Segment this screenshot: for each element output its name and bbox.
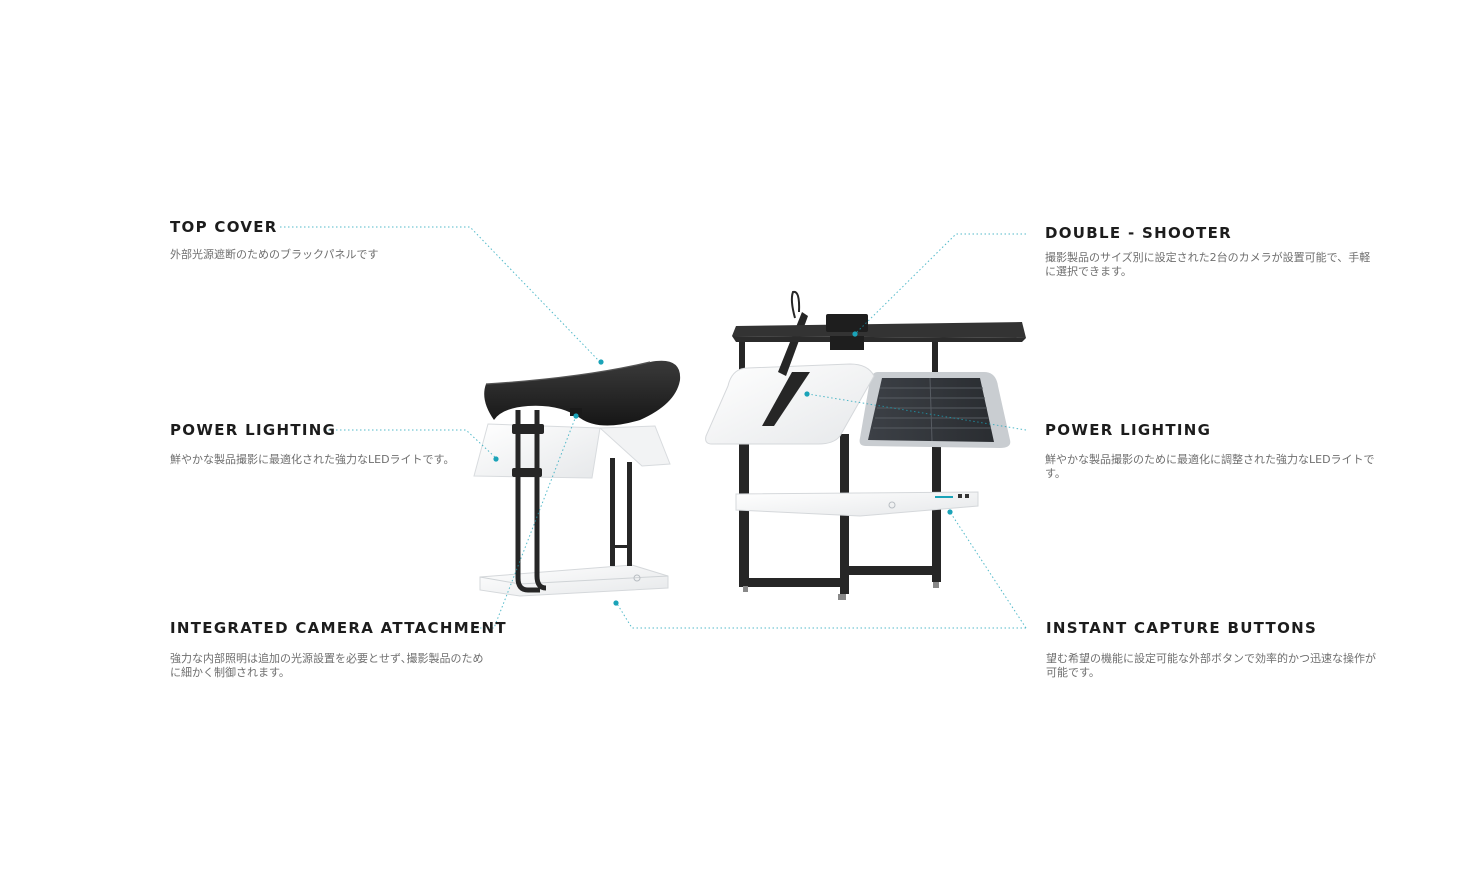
left-rear-leg <box>610 458 615 566</box>
feature-power-lighting-right: POWER LIGHTING 鮮やかな製品撮影のために最適化に調整された強力なL… <box>1045 421 1375 481</box>
right-light-table <box>735 491 979 517</box>
feature-title: DOUBLE - SHOOTER <box>1045 224 1232 242</box>
callout-lines <box>280 226 1027 629</box>
feature-title: INTEGRATED CAMERA ATTACHMENT <box>170 619 507 637</box>
feature-description: 撮影製品のサイズ別に設定された2台のカメラが設置可能で、手軽に選択できます。 <box>1045 251 1371 278</box>
feature-title: POWER LIGHTING <box>1045 421 1212 439</box>
left-camera-post <box>515 410 540 593</box>
callout-dot-power-lighting-left <box>493 456 499 462</box>
callout-dots <box>493 331 953 606</box>
left-top-cover <box>484 360 681 426</box>
callout-dot-base <box>613 600 619 606</box>
feature-description: 望む希望の機能に設定可能な外部ボタンで効率的かつ迅速な操作が可能です。 <box>1046 652 1376 679</box>
feature-top-cover: TOP COVER 外部光源遮断のためのブラックパネルです <box>170 218 470 262</box>
callout-dot-camera-attachment <box>573 413 579 419</box>
callout-dot-top-cover <box>598 359 604 365</box>
right-device <box>705 290 1026 600</box>
right-front-light-panel <box>705 363 875 445</box>
feature-title: POWER LIGHTING <box>170 421 337 439</box>
feature-description: 強力な内部照明は追加の光源設置を必要とせず､撮影製品のために細かく制御されます。 <box>170 652 484 679</box>
left-light-panel-side <box>598 425 671 467</box>
feature-description: 鮮やかな製品撮影に最適化された強力なLEDライトです。 <box>170 453 455 466</box>
right-camera-mount <box>826 314 868 332</box>
feature-title: TOP COVER <box>170 218 278 236</box>
feature-instant-capture-buttons: INSTANT CAPTURE BUTTONS 望む希望の機能に設定可能な外部ボ… <box>1046 619 1376 680</box>
feature-power-lighting-left: POWER LIGHTING 鮮やかな製品撮影に最適化された強力なLEDライトで… <box>170 421 480 467</box>
feature-description: 鮮やかな製品撮影のために最適化に調整された強力なLEDライトです。 <box>1045 453 1375 480</box>
callout-dot-instant-capture <box>947 509 953 515</box>
feature-double-shooter: DOUBLE - SHOOTER 撮影製品のサイズ別に設定された2台のカメラが設… <box>1045 224 1375 279</box>
feature-description: 外部光源遮断のためのブラックパネルです <box>170 248 379 261</box>
left-device <box>473 360 681 597</box>
feature-title: INSTANT CAPTURE BUTTONS <box>1046 619 1318 637</box>
right-camera-arm <box>762 372 810 426</box>
callout-dot-power-lighting-right <box>804 391 810 397</box>
feature-integrated-camera-attachment: INTEGRATED CAMERA ATTACHMENT 強力な内部照明は追加の… <box>170 619 507 680</box>
callout-dot-double-shooter <box>852 331 858 337</box>
